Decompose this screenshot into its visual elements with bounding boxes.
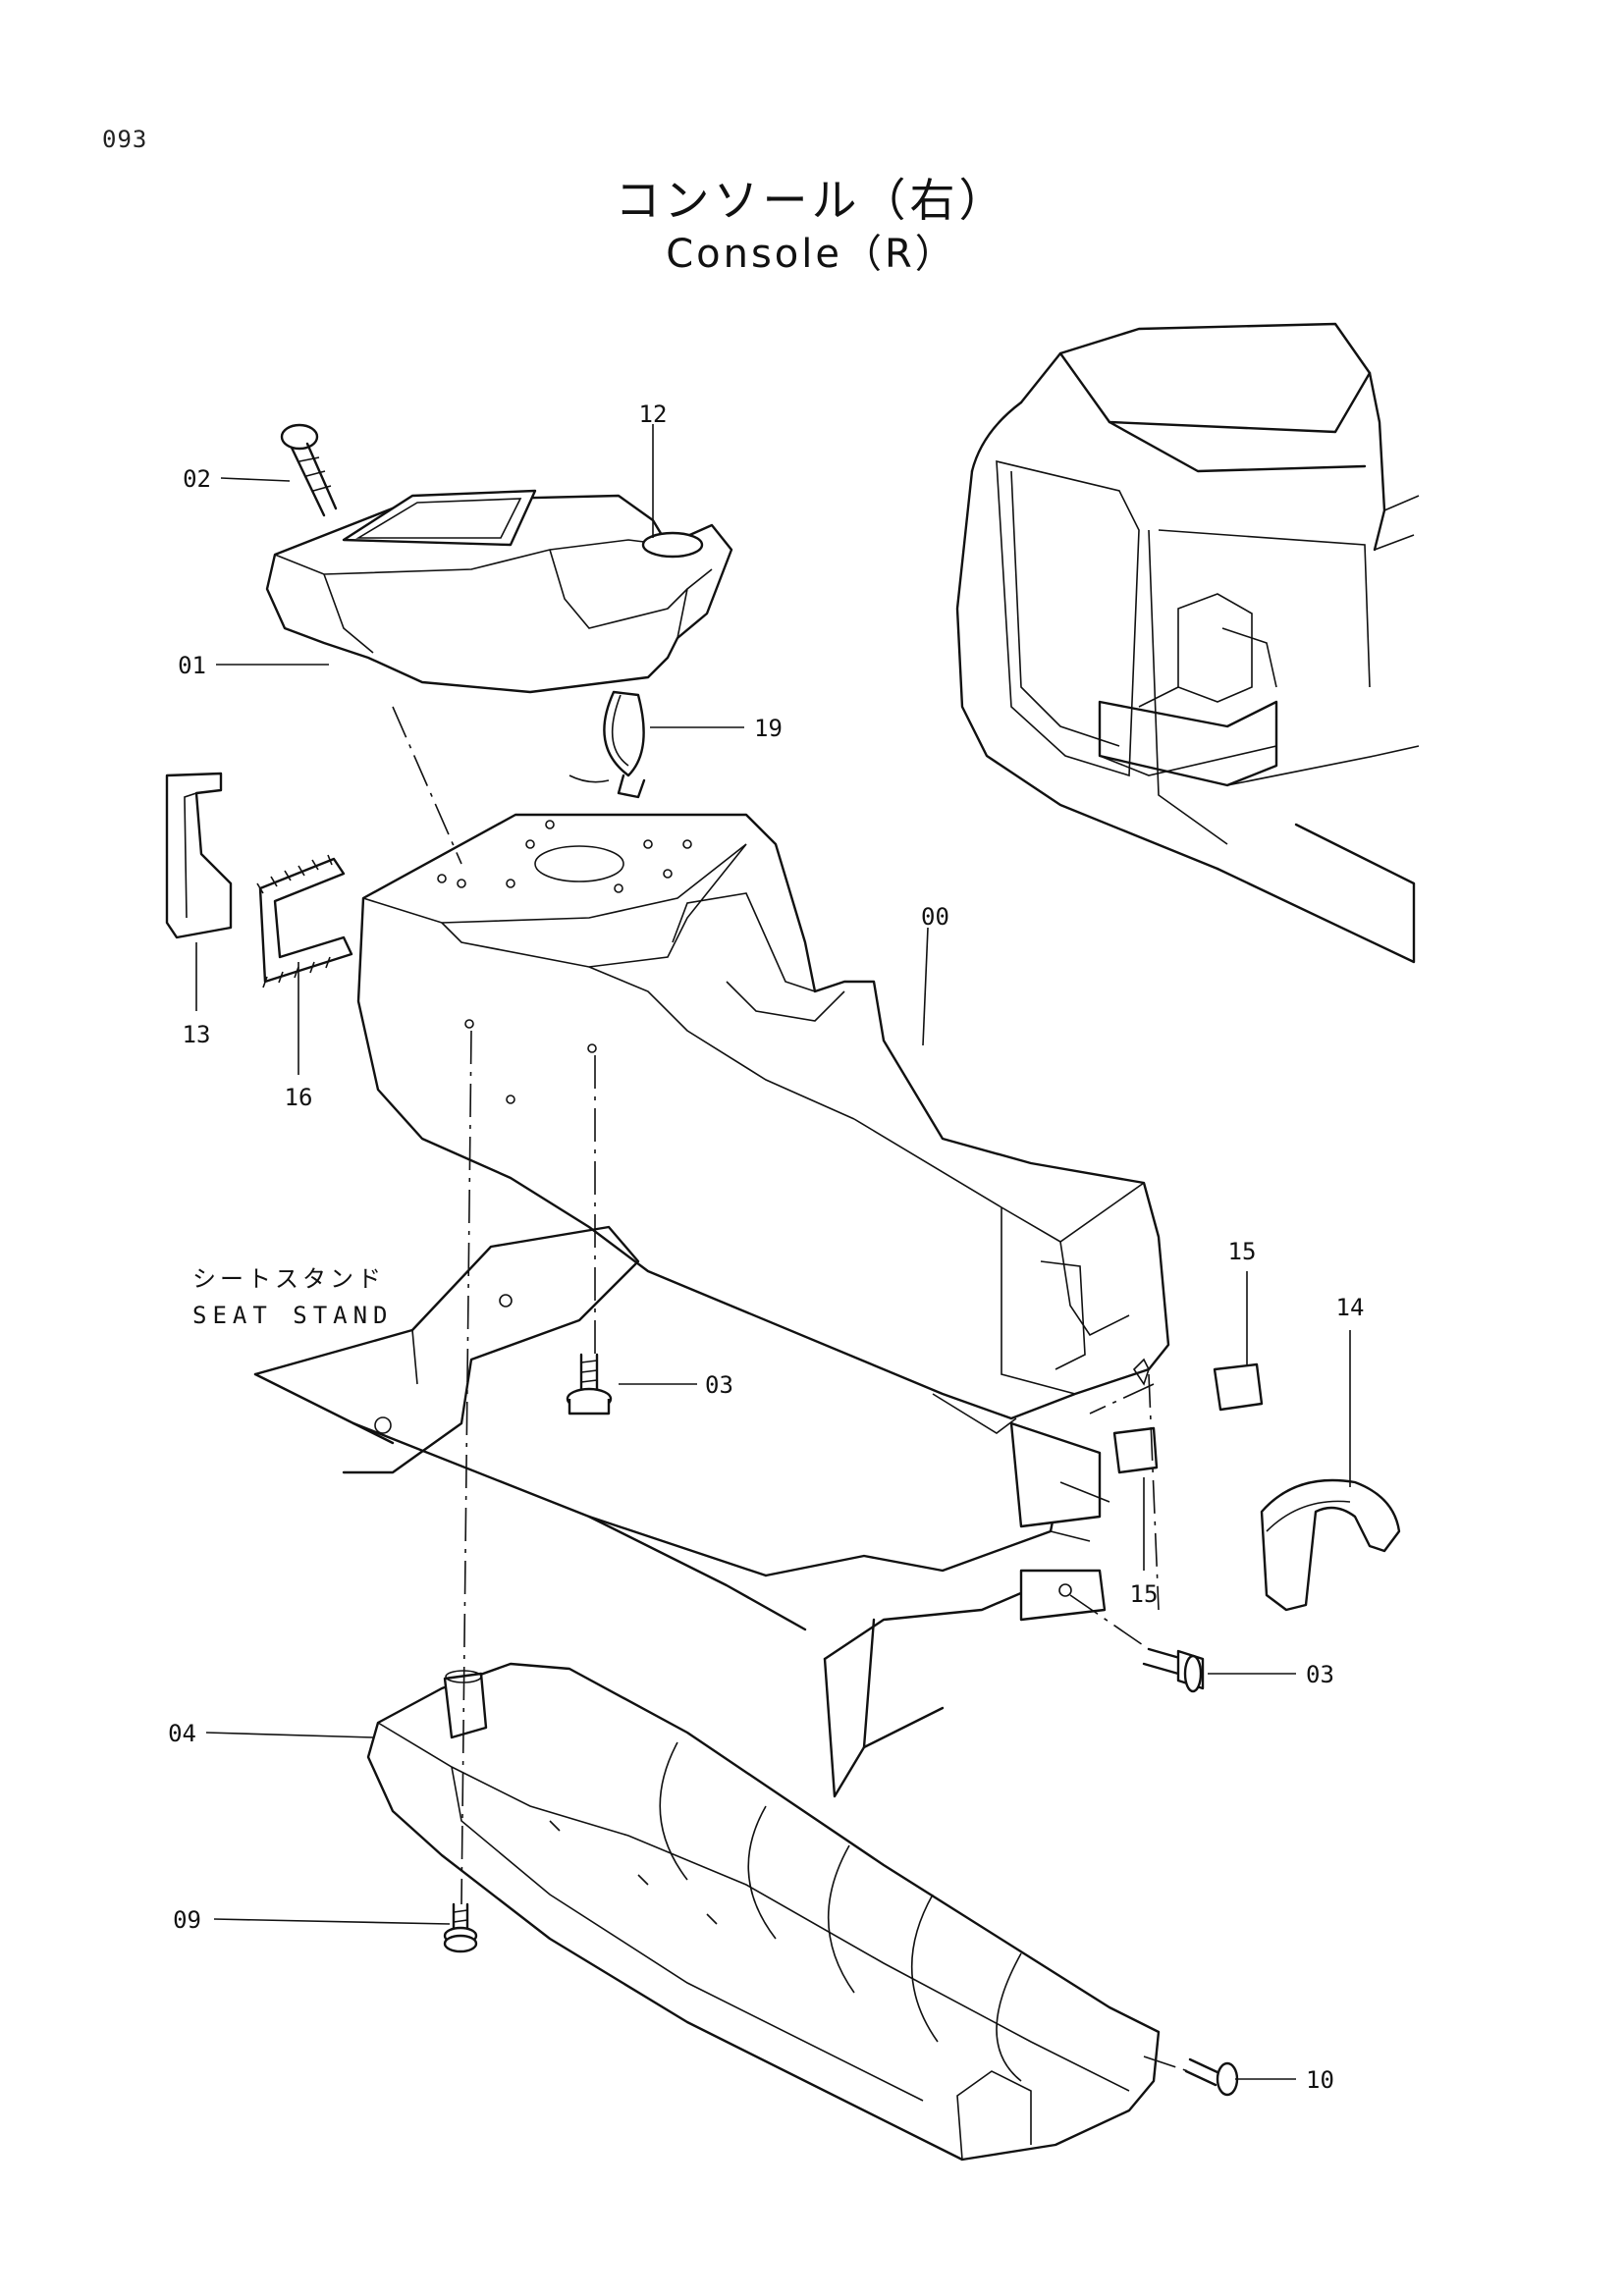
part-09-bolt — [443, 1902, 478, 1953]
callout-15-upper: 15 — [1228, 1238, 1257, 1265]
callout-10: 10 — [1306, 2066, 1334, 2094]
seat-stand-structure — [253, 1225, 1110, 1798]
callout-00: 00 — [921, 903, 949, 931]
leader-lines — [195, 424, 1351, 2080]
callout-02: 02 — [183, 465, 211, 493]
part-15-pad-upper — [1213, 1362, 1264, 1412]
part-13-plate — [165, 772, 233, 939]
part-16-seal-strip — [256, 854, 353, 988]
callout-14: 14 — [1336, 1294, 1365, 1321]
callout-16: 16 — [285, 1084, 313, 1111]
part-03-bolt-upper — [566, 1353, 613, 1415]
callout-09: 09 — [173, 1906, 201, 1934]
part-04-under-cover — [366, 1662, 1161, 2162]
seat-stand-label-english: SEAT STAND — [192, 1302, 394, 1329]
callout-12: 12 — [639, 400, 668, 428]
part-14-u-cover — [1260, 1478, 1401, 1612]
callout-03-lower: 03 — [1306, 1661, 1334, 1688]
part-03-bolt-lower — [1142, 1647, 1205, 1693]
page-number: 093 — [102, 126, 148, 153]
part-02-screw — [280, 423, 338, 517]
part-10-bolt — [1184, 2057, 1239, 2097]
assembly-lines — [392, 706, 1189, 2072]
part-15-pad-lower — [1112, 1426, 1159, 1474]
part-00-console-body — [356, 813, 1170, 1434]
part-19-cable-band — [568, 690, 646, 799]
callout-13: 13 — [183, 1021, 211, 1048]
seat-stand-label-japanese: シートスタンド — [192, 1265, 385, 1293]
callout-15-lower: 15 — [1130, 1580, 1159, 1608]
callout-19: 19 — [754, 715, 783, 742]
diagram-title-english: Console（R） — [666, 232, 957, 277]
diagram-title-japanese: コンソール（右） — [615, 174, 1008, 227]
callout-04: 04 — [168, 1720, 196, 1747]
callout-01: 01 — [178, 652, 206, 679]
callout-03-upper: 03 — [705, 1371, 733, 1399]
cab-inset-illustration — [955, 322, 1420, 964]
part-01-console-cover — [265, 489, 733, 694]
